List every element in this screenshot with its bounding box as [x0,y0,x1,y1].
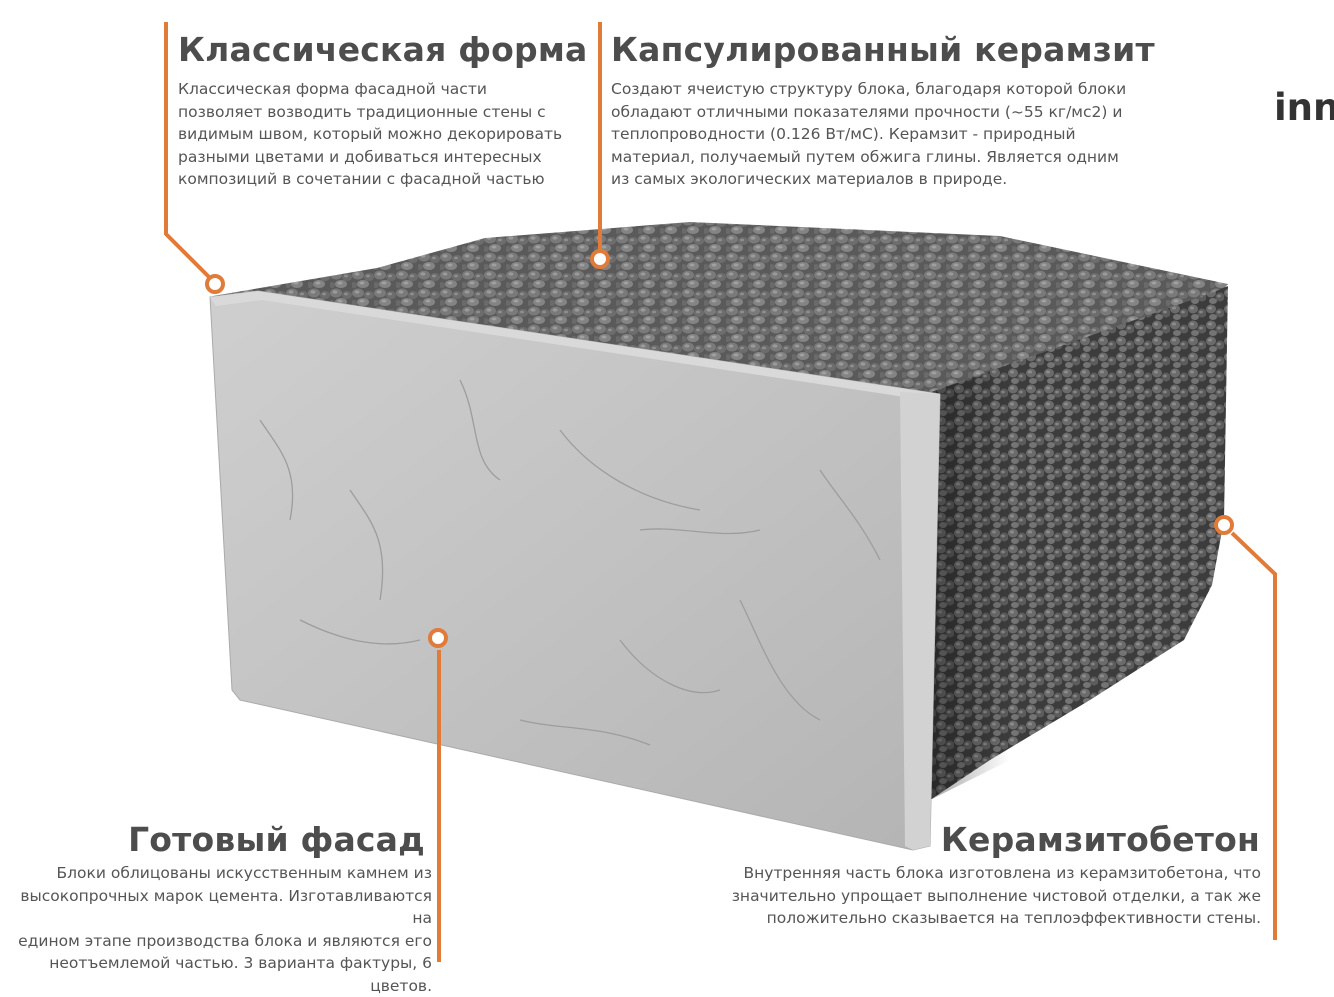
block-top-surface [213,222,1228,395]
text-line: позволяет возводить традиционные стены с [178,102,546,121]
classic-form-title: Классическая форма [178,30,588,69]
callout-dot-claydite-concrete [1214,515,1234,535]
ready-facade-title: Готовый фасад [128,820,425,859]
encapsulated-clay-description: Создают ячеистую структуру блока, благод… [611,78,1131,191]
classic-form-description: Классическая форма фасадной части позвол… [178,78,578,191]
stone-texture [259,379,881,746]
callout-line-classic-form [164,22,168,235]
text-line: теплопроводности (0.126 Вт/мС). Керамзит… [611,125,1076,143]
text-line: Классическая форма фасадной части [178,80,487,98]
callout-dot-ready-facade [428,628,448,648]
encapsulated-clay-title: Капсулированный керамзит [611,30,1155,69]
text-line: разными цветами и добиваться интересных [178,147,542,166]
text-line: из самых экологических материалов в прир… [611,170,1008,188]
text-line: неотъемлемой частью. 3 варианта фактуры,… [49,954,432,995]
text-line: Внутренняя часть блока изготовлена из ке… [743,864,1261,882]
text-line: композиций в сочетании с фасадной частью [178,170,545,188]
text-line: обладают отличными показателями прочност… [611,102,1123,121]
ready-facade-description: Блоки облицованы искусственным камнем из… [0,862,432,997]
brand-text: inn [1274,86,1334,129]
callout-line-claydite-concrete [1273,573,1277,940]
text-line: Создают ячеистую структуру блока, благод… [611,80,1127,98]
claydite-concrete-title: Керамзитобетон [940,820,1260,859]
callout-dot-classic-form [205,274,225,294]
text-line: материал, получаемый путем обжига глины.… [611,147,1119,166]
text-line: едином этапе производства блока и являют… [18,931,432,950]
facade-top-edge [210,291,940,402]
facade-right-edge [900,392,940,850]
text-line: Блоки облицованы искусственным камнем из [56,864,432,882]
text-line: высокопрочных марок цемента. Изготавлива… [20,886,432,928]
callout-line-ready-facade [437,650,441,962]
text-line: положительно сказывается на теплоэффекти… [766,909,1261,927]
claydite-concrete-description: Внутренняя часть блока изготовлена из ке… [700,862,1261,930]
text-line: значительно упрощает выполнение чистовой… [731,886,1261,905]
side-shadow [928,366,1010,800]
callout-dot-encapsulated-clay [590,249,610,269]
brand-logo-fragment: inn [1274,86,1334,129]
callout-line-encapsulated-clay [598,22,602,254]
text-line: видимым швом, который можно декорировать [178,125,563,143]
